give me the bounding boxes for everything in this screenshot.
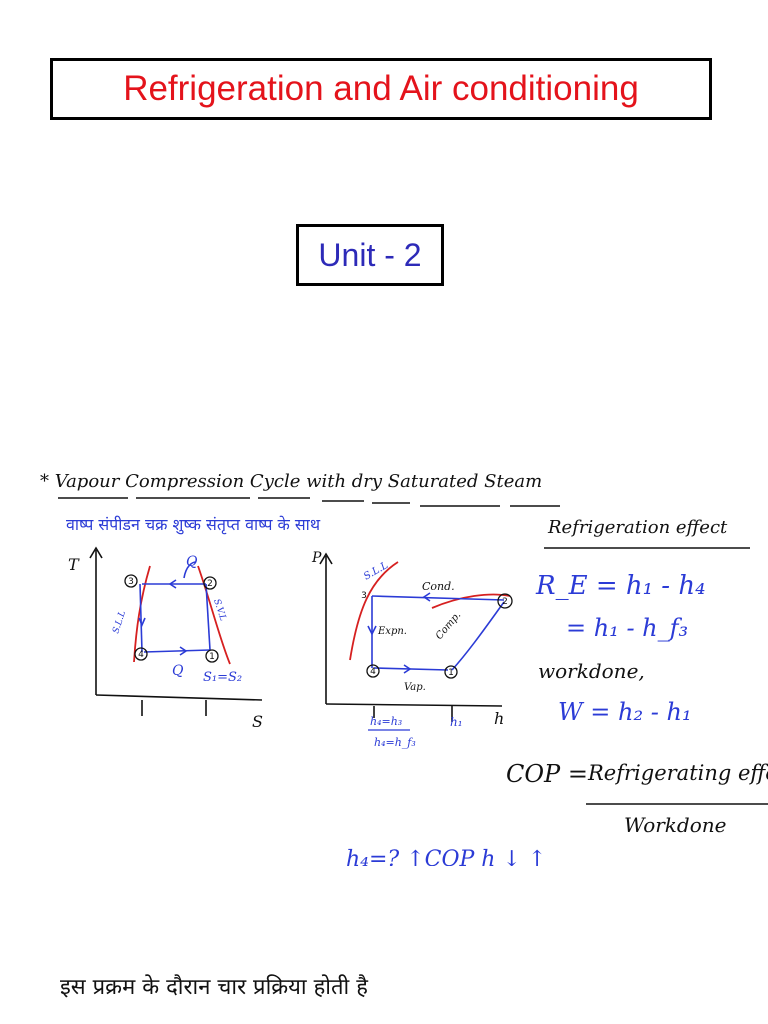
ph-diagram: P h 4 1 2 3 Cond. Expn. Vap. Comp. S.L.L bbox=[311, 550, 513, 749]
heading-hindi: वाष्प संपीडन चक्र शुष्क संतृप्त वाष्प के… bbox=[66, 515, 321, 535]
ph-label-4: 4 bbox=[370, 667, 376, 677]
unit-label: Unit - 2 bbox=[318, 236, 422, 273]
ts-q-bottom: Q bbox=[172, 663, 184, 679]
ts-saturated-vapour-line bbox=[197, 565, 231, 665]
work-equation: W = h₂ - h₁ bbox=[558, 698, 692, 726]
ts-diagram: T S 3 2 4 1 Q Q S₁=S₂ S.L.L bbox=[68, 546, 263, 731]
ts-svl-label: S.V.L bbox=[211, 598, 227, 622]
ph-axes bbox=[319, 552, 503, 722]
heading-english: * Vapour Compression Cycle with dry Satu… bbox=[40, 471, 542, 492]
ph-point-1 bbox=[444, 665, 458, 679]
page-cut-mask bbox=[330, 866, 768, 906]
ts-point-2 bbox=[203, 576, 217, 590]
ph-axis-h: h bbox=[494, 709, 504, 728]
title-box: Refrigeration and Air conditioning bbox=[50, 58, 712, 120]
cop-lhs: COP = bbox=[506, 760, 588, 788]
ts-s-relation: S₁=S₂ bbox=[203, 670, 242, 685]
ph-comp-label: Comp. bbox=[434, 610, 463, 642]
ts-sll-label: S.L.L bbox=[111, 609, 128, 634]
ph-label-3: 3 bbox=[361, 591, 367, 601]
re-heading: Refrigeration effect bbox=[547, 517, 728, 538]
ph-h1-tick-label: h₁ bbox=[450, 715, 463, 729]
ph-label-1: 1 bbox=[448, 668, 454, 678]
ph-h-note-1: h₄=h₃ bbox=[370, 715, 402, 728]
ts-axes bbox=[89, 546, 263, 716]
ph-vap-label: Vap. bbox=[404, 682, 426, 693]
workdone-label: workdone, bbox=[538, 659, 645, 683]
unit-box: Unit - 2 bbox=[296, 224, 444, 286]
ph-expn-label: Expn. bbox=[377, 626, 407, 637]
ts-axis-t: T bbox=[68, 555, 80, 574]
ph-cond-label: Cond. bbox=[422, 580, 455, 593]
re-equation-1: R_E = h₁ - h₄ bbox=[535, 571, 706, 601]
ts-label-1: 1 bbox=[209, 652, 215, 662]
ts-label-3: 3 bbox=[128, 577, 134, 587]
ts-point-4 bbox=[134, 647, 148, 661]
ph-point-2 bbox=[497, 593, 513, 609]
cop-denominator: Workdone bbox=[624, 813, 726, 837]
ph-sll-label: S.L.L bbox=[362, 560, 390, 583]
ts-axis-s: S bbox=[252, 712, 263, 731]
ts-q-top: Q bbox=[186, 554, 198, 570]
hindi-processes-line: इस प्रक्रम के दौरान चार प्रक्रिया होती ह… bbox=[60, 974, 368, 1000]
ts-point-3 bbox=[124, 574, 138, 588]
cop-numerator: Refrigerating effe bbox=[587, 761, 768, 785]
ts-cycle bbox=[138, 561, 211, 656]
re-equation-2: = h₁ - h_f₃ bbox=[566, 614, 688, 642]
ph-saturated-liquid-line bbox=[349, 561, 399, 661]
ts-label-4: 4 bbox=[138, 650, 144, 660]
ph-saturated-vapour-line bbox=[431, 593, 511, 609]
ph-axis-p: P bbox=[311, 550, 322, 566]
heading-underlines bbox=[58, 497, 560, 507]
ph-point-4 bbox=[366, 664, 380, 678]
ts-label-2: 2 bbox=[207, 579, 213, 589]
page-title: Refrigeration and Air conditioning bbox=[123, 69, 639, 108]
ph-h-note-2: h₄=h_f₃ bbox=[374, 736, 416, 749]
ph-label-2: 2 bbox=[502, 597, 508, 607]
ph-cycle bbox=[367, 592, 505, 674]
ts-point-1 bbox=[205, 649, 219, 663]
